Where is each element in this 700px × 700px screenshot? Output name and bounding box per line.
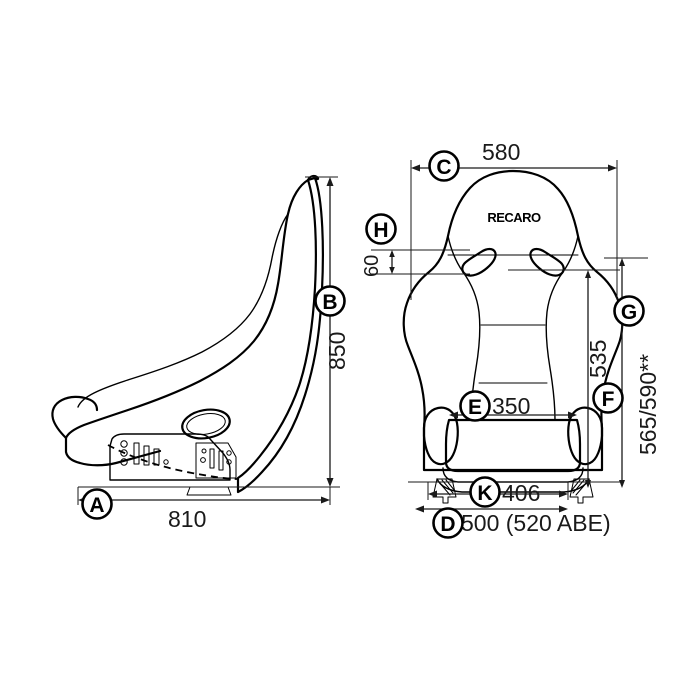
balloon-D-ring <box>432 507 464 539</box>
side-view-seat-body <box>64 178 310 467</box>
front-view-harness-slot-right <box>529 247 565 277</box>
side-view-group <box>51 174 340 496</box>
front-view-group: RECARO <box>402 169 624 504</box>
front-view-bolster-right <box>567 406 604 466</box>
balloon-B-ring <box>314 285 346 317</box>
dim-H-arrow-top <box>389 250 395 257</box>
balloon-K-ring <box>469 476 501 508</box>
front-view-bolster-left <box>422 406 459 466</box>
dim-G-value: 565/590** <box>635 354 661 455</box>
balloon-D-label: D <box>440 513 455 536</box>
dim-G-arrow-bottom <box>619 480 625 488</box>
balloon-A-label: A <box>89 494 104 517</box>
dim-G-group: 565/590** <box>604 257 661 488</box>
dim-C-arrow-right <box>608 164 617 172</box>
dim-C-value: 580 <box>482 139 520 165</box>
side-view-rear-bracket <box>195 442 237 479</box>
balloon-C[interactable]: C <box>428 150 460 182</box>
dim-F-arrow-top <box>585 270 591 278</box>
front-view-seat-cushion <box>444 418 582 473</box>
balloon-C-ring <box>428 150 460 182</box>
balloon-B[interactable]: B <box>314 285 346 317</box>
dim-H-value: 60 <box>361 255 383 277</box>
dim-A-group: 810 <box>77 487 331 532</box>
side-view-cushion-contour <box>77 213 289 408</box>
dim-F-value: 535 <box>585 340 611 378</box>
side-view-mount-bracket <box>109 433 231 481</box>
dim-D-group: 500 (520 ABE) <box>415 505 611 536</box>
balloon-E-ring <box>459 390 491 422</box>
side-view-bracket-slots <box>120 440 169 466</box>
dim-E-value: 350 <box>492 393 530 419</box>
balloon-F-ring <box>592 382 624 414</box>
side-view-harness-hole-outer <box>181 408 231 440</box>
dim-A-arrow-right <box>321 496 330 504</box>
dim-G-arrow-top <box>619 258 625 266</box>
balloon-E-label: E <box>468 396 482 419</box>
side-view-rear-bracket-slots <box>200 448 232 471</box>
dim-D-value: 500 (520 ABE) <box>461 510 611 536</box>
dim-B-arrow-top <box>326 177 334 186</box>
dim-C-group: 580 <box>410 139 618 300</box>
side-view-rail-foot <box>186 486 232 496</box>
balloon-F-label: F <box>602 388 615 411</box>
balloon-A-ring <box>81 488 113 520</box>
dim-K-arrow-left <box>428 490 437 498</box>
front-view-left-wing-contour <box>447 235 481 421</box>
side-view-seat-outer-shell <box>236 176 324 494</box>
side-view-harness-hole-inner <box>186 413 226 435</box>
dim-A-value: 810 <box>168 506 206 532</box>
dim-H-group: 60 <box>361 249 470 277</box>
balloon-B-label: B <box>322 291 337 314</box>
front-view-harness-slot-left <box>461 247 497 277</box>
dim-B-value: 850 <box>324 332 350 370</box>
dim-K-value: 406 <box>502 480 540 506</box>
dim-H-arrow-bottom <box>389 267 395 274</box>
balloon-E[interactable]: E <box>459 390 491 422</box>
balloon-C-label: C <box>436 156 451 179</box>
balloon-H[interactable]: H <box>365 213 397 245</box>
dim-E-arrow-right <box>568 411 577 419</box>
balloon-A[interactable]: A <box>81 488 113 520</box>
balloon-K[interactable]: K <box>469 476 501 508</box>
balloon-G-ring <box>613 295 645 327</box>
balloon-F[interactable]: F <box>592 382 624 414</box>
side-view-front-nose-roll <box>51 395 99 440</box>
dim-D-arrow-right <box>559 505 568 513</box>
balloon-H-ring <box>365 213 397 245</box>
balloon-G-label: G <box>621 301 637 324</box>
dim-K-arrow-right <box>559 490 568 498</box>
dim-F-group: 535 <box>508 269 620 488</box>
dim-C-arrow-left <box>411 164 420 172</box>
balloon-D[interactable]: D <box>432 507 464 539</box>
balloon-H-label: H <box>373 219 388 242</box>
dim-B-group: 850 <box>305 176 350 487</box>
recaro-logo: RECARO <box>487 210 541 225</box>
balloon-K-label: K <box>477 482 492 505</box>
balloon-G[interactable]: G <box>613 295 645 327</box>
dim-D-arrow-left <box>415 505 424 513</box>
dim-B-arrow-bottom <box>326 478 334 487</box>
front-view-right-wing-contour <box>545 235 579 421</box>
dim-E-arrow-left <box>449 411 458 419</box>
